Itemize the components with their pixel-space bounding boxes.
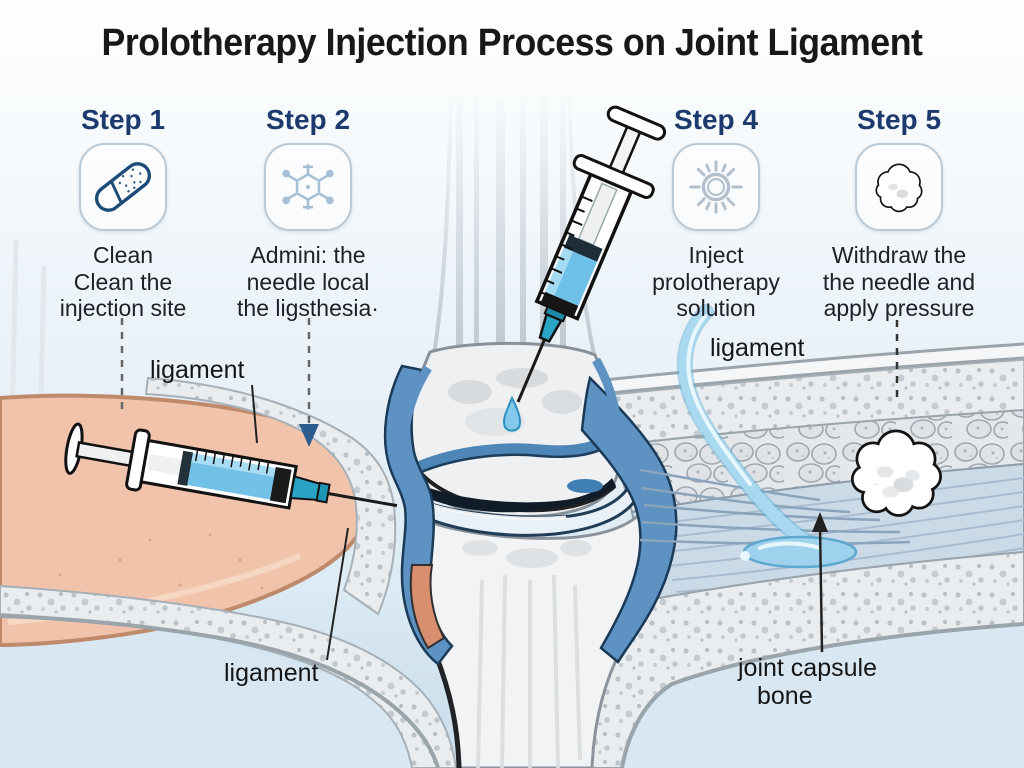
joint-capsule-pointer [818, 525, 824, 653]
solution-stream [676, 304, 858, 569]
ligament-salmon-wedge [409, 564, 446, 650]
trabecular-band-above-skin [144, 376, 397, 616]
step-5-heading: Step 5 [856, 104, 942, 135]
step-4-heading: Step 4 [673, 104, 759, 135]
step-2-line-2: needle local [246, 268, 370, 295]
step-5-icon-box [855, 143, 943, 231]
step-4: Step 4 Inject prolotherapy solution [621, 104, 811, 322]
step-4-line-3: solution [676, 295, 756, 322]
ligament-label-upper-left: ligament [150, 356, 245, 384]
step-5-line-1: Withdraw the [831, 242, 967, 268]
step-4-icon-box [672, 143, 760, 231]
ligament-label-lower-left: ligament [224, 659, 319, 687]
step-1-line-3: injection site [59, 295, 187, 322]
ligament-lower-left-pointer [326, 527, 349, 661]
ligament-upper-left-pointer [251, 384, 258, 444]
joint-capsule-bands [383, 357, 678, 666]
step-5-line-2: the needle and [822, 268, 976, 295]
step-2-line-1: Admini: the [250, 242, 366, 268]
snowflake-icon [282, 164, 334, 210]
syringe-on-skin [64, 422, 398, 510]
step2-arrowhead [299, 424, 319, 447]
annotation-pointers [120, 318, 899, 661]
joint-capsule-arrowhead [812, 512, 828, 532]
trabecular-band-below-skin [0, 584, 458, 768]
step-4-line-2: prolotherapy [652, 268, 780, 295]
step-4-line-1: Inject [688, 242, 744, 268]
ligament-label-right: ligament [710, 334, 805, 362]
step-1-line-1: Clean [92, 242, 154, 268]
step-1-icon-box [79, 143, 167, 231]
step-1: Step 1 Clean Clean the injection site [28, 104, 218, 322]
joint-capsule-label: joint capsule [738, 654, 877, 682]
step-2: Step 2 Admini: the needle local the ligs… [213, 104, 403, 322]
skin-freckles [58, 533, 264, 602]
step-5: Step 5 Withdraw the the needle and apply… [804, 104, 994, 322]
step-1-heading: Step 1 [80, 104, 166, 135]
cortical-bone-right [599, 342, 1024, 396]
step-2-line-3: the ligsthesia· [237, 295, 379, 322]
step-2-icon-box [264, 143, 352, 231]
syringe-injecting [516, 105, 667, 403]
step-1-line-2: Clean the [73, 268, 173, 295]
page-title: Prolotherapy Injection Process on Joint … [101, 22, 923, 64]
capsule-right [580, 375, 678, 664]
step-5-line-3: apply pressure [823, 295, 975, 322]
bone-label: bone [757, 682, 813, 710]
cotton-ball-icon [875, 163, 923, 213]
sun-icon [689, 160, 743, 214]
step-2-heading: Step 2 [265, 104, 351, 135]
solution-droplet [502, 395, 522, 432]
bandage-icon [94, 162, 152, 212]
